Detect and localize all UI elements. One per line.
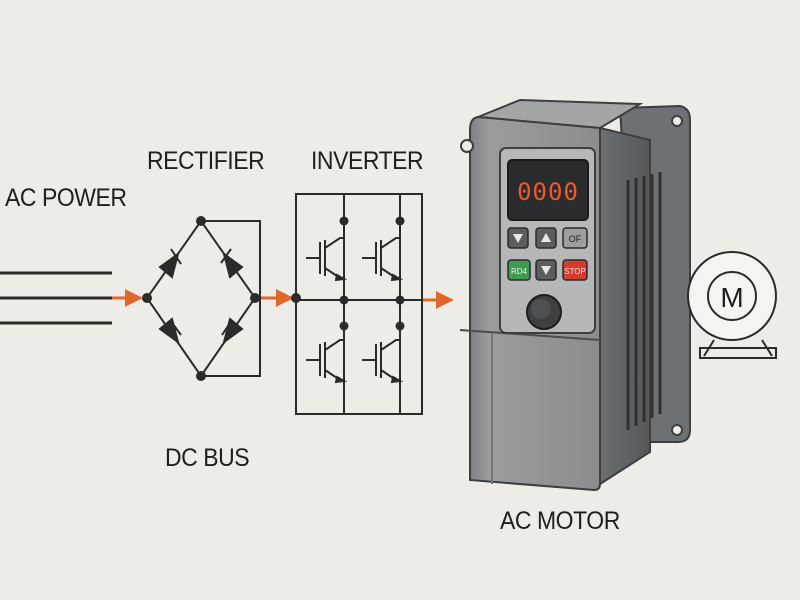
down-key[interactable]	[535, 259, 557, 281]
ac-power-lines	[0, 271, 112, 325]
stop-key-label: STOP	[564, 267, 586, 276]
down-arrow-icon	[541, 266, 551, 275]
ac-motor-label: AC MOTOR	[500, 507, 620, 535]
run-key-label: RD4	[511, 267, 528, 276]
igbt-icon	[362, 339, 404, 384]
inverter-bridge	[291, 193, 423, 415]
diode-icon	[158, 317, 182, 345]
igbt-icon	[362, 237, 404, 282]
display-readout: 0000	[517, 178, 579, 206]
stop-key[interactable]: STOP	[562, 259, 588, 281]
off-key[interactable]: OF	[562, 227, 588, 249]
motor: M	[687, 251, 777, 359]
up-arrow-key[interactable]	[507, 227, 529, 249]
igbt-icon	[306, 237, 348, 282]
inverter-label: INVERTER	[311, 147, 424, 175]
down-arrow-icon	[513, 234, 523, 243]
dc-bus-label: DC BUS	[165, 444, 250, 472]
speed-knob[interactable]	[526, 294, 562, 330]
drive-unit: 0000 OF RD4	[459, 98, 691, 492]
rectifier-bridge	[142, 216, 261, 381]
motor-symbol: M	[720, 282, 743, 313]
diode-icon	[158, 248, 182, 279]
up-arrow-icon	[541, 233, 551, 242]
run-key[interactable]: RD4	[507, 259, 531, 281]
off-key-label: OF	[569, 234, 582, 244]
rectifier-label: RECTIFIER	[147, 147, 265, 175]
diode-icon	[221, 317, 244, 345]
diode-icon	[220, 248, 244, 279]
ac-power-label: AC POWER	[5, 184, 127, 212]
igbt-icon	[306, 339, 348, 384]
display-screen	[507, 159, 589, 221]
up-key[interactable]	[535, 227, 557, 249]
motor-icon	[707, 271, 757, 321]
